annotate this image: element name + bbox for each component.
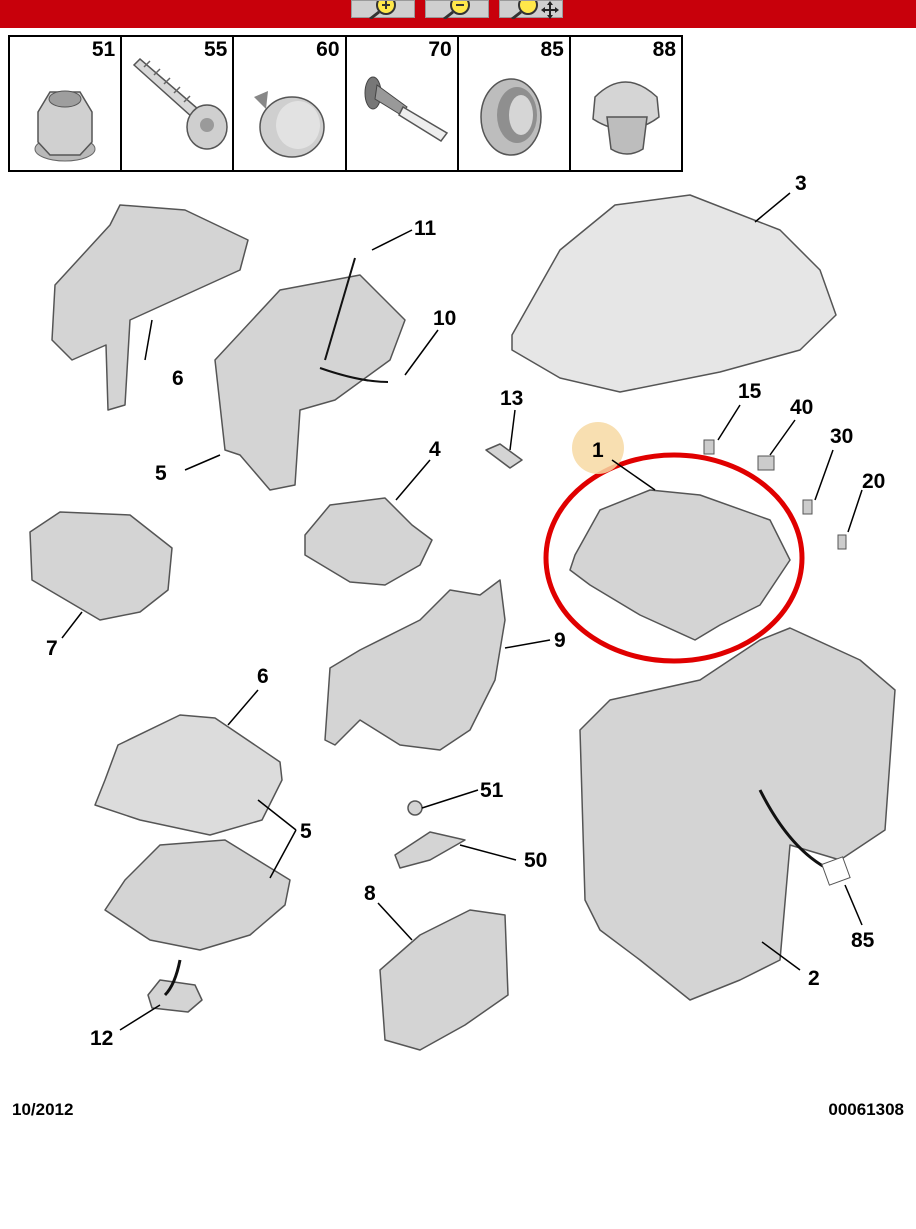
toolbar <box>0 0 916 28</box>
callout-8: 8 <box>364 882 376 905</box>
cable-wire <box>324 257 356 361</box>
callout-6: 6 <box>257 665 269 688</box>
part-40-fuse <box>757 455 775 471</box>
screw-icon <box>133 57 228 150</box>
callout-15: 15 <box>738 380 762 403</box>
callout-5: 5 <box>300 820 312 843</box>
fastener-ref: 70 <box>428 38 452 61</box>
callout-3: 3 <box>795 172 807 195</box>
part-15-fuse <box>703 439 715 455</box>
fastener-cell-88[interactable]: 88 <box>571 37 681 170</box>
flange-nut-icon <box>34 90 96 162</box>
callout-4: 4 <box>429 438 441 461</box>
part-13-fuse <box>485 443 523 469</box>
cable-wire <box>758 789 831 872</box>
fastener-cell-51[interactable]: 51 <box>10 37 123 170</box>
plug-cap-icon <box>254 91 326 158</box>
callout-30: 30 <box>830 425 853 448</box>
rivet-icon <box>364 76 448 142</box>
diagram-reference: 00061308 <box>828 1100 904 1119</box>
part-51-nut <box>407 800 423 816</box>
fastener-ref: 51 <box>91 38 116 61</box>
callout-85: 85 <box>851 929 875 952</box>
fastener-cell-70[interactable]: 70 <box>347 37 459 170</box>
part-1-fuse-box <box>569 489 791 641</box>
cable-wire <box>319 367 389 383</box>
callout-1: 1 <box>592 439 604 462</box>
callout-10: 10 <box>433 307 456 330</box>
fastener-cell-85[interactable]: 85 <box>459 37 571 170</box>
fastener-table: 51 55 60 70 85 <box>8 35 683 172</box>
part-5-upper-fuse-holder <box>214 274 406 491</box>
fastener-ref: 85 <box>540 38 564 61</box>
part-8-module <box>379 909 509 1051</box>
fastener-cell-55[interactable]: 55 <box>122 37 235 170</box>
callout-51: 51 <box>480 779 504 802</box>
callout-50: 50 <box>524 849 547 872</box>
callout-11: 11 <box>414 217 437 240</box>
part-20-fuse <box>837 534 847 550</box>
callout-6: 6 <box>172 367 184 390</box>
callout-20: 20 <box>862 470 885 493</box>
callout-7: 7 <box>46 637 58 660</box>
fastener-ref: 60 <box>316 38 340 61</box>
part-3-battery-lid <box>511 194 837 393</box>
callout-badge <box>572 422 624 474</box>
diagram-date: 10/2012 <box>12 1100 74 1119</box>
zoom-pan-button[interactable] <box>499 0 563 19</box>
callout-2: 2 <box>808 967 820 990</box>
callout-40: 40 <box>790 396 813 419</box>
part-4-relay <box>304 497 433 586</box>
part-2-battery-tray <box>579 627 896 1001</box>
callout-9: 9 <box>554 629 566 652</box>
callout-5: 5 <box>155 462 167 485</box>
highlight-circle <box>543 452 805 664</box>
part-30-fuse <box>802 499 813 515</box>
callout-13: 13 <box>500 387 523 410</box>
fastener-cell-60[interactable]: 60 <box>234 37 347 170</box>
part-12-connector <box>147 979 203 1013</box>
grommet-icon <box>479 78 542 156</box>
zoom-in-button[interactable] <box>351 0 415 19</box>
part-5-lower-fuse-holder <box>104 839 291 951</box>
part-9-bracket <box>324 579 506 751</box>
callout-12: 12 <box>90 1027 113 1050</box>
parts-diagram: 3 11 10 6 5 4 13 1 15 40 30 20 7 9 6 5 5… <box>29 172 896 1051</box>
zoom-out-button[interactable] <box>425 0 489 19</box>
part-50-bracket <box>394 831 466 869</box>
cable-wire <box>163 959 182 997</box>
part-7-connector <box>29 511 173 621</box>
fastener-ref: 88 <box>652 38 677 61</box>
zoom-pan-icon <box>511 1 559 19</box>
part-6-upper-cover <box>51 204 249 411</box>
zoom-in-icon <box>369 1 396 19</box>
cap-plug-icon <box>592 81 660 155</box>
zoom-out-icon <box>443 1 470 19</box>
fastener-ref: 55 <box>203 38 228 61</box>
part-6-lower-cover <box>94 714 283 836</box>
part-85-tag <box>821 856 851 886</box>
